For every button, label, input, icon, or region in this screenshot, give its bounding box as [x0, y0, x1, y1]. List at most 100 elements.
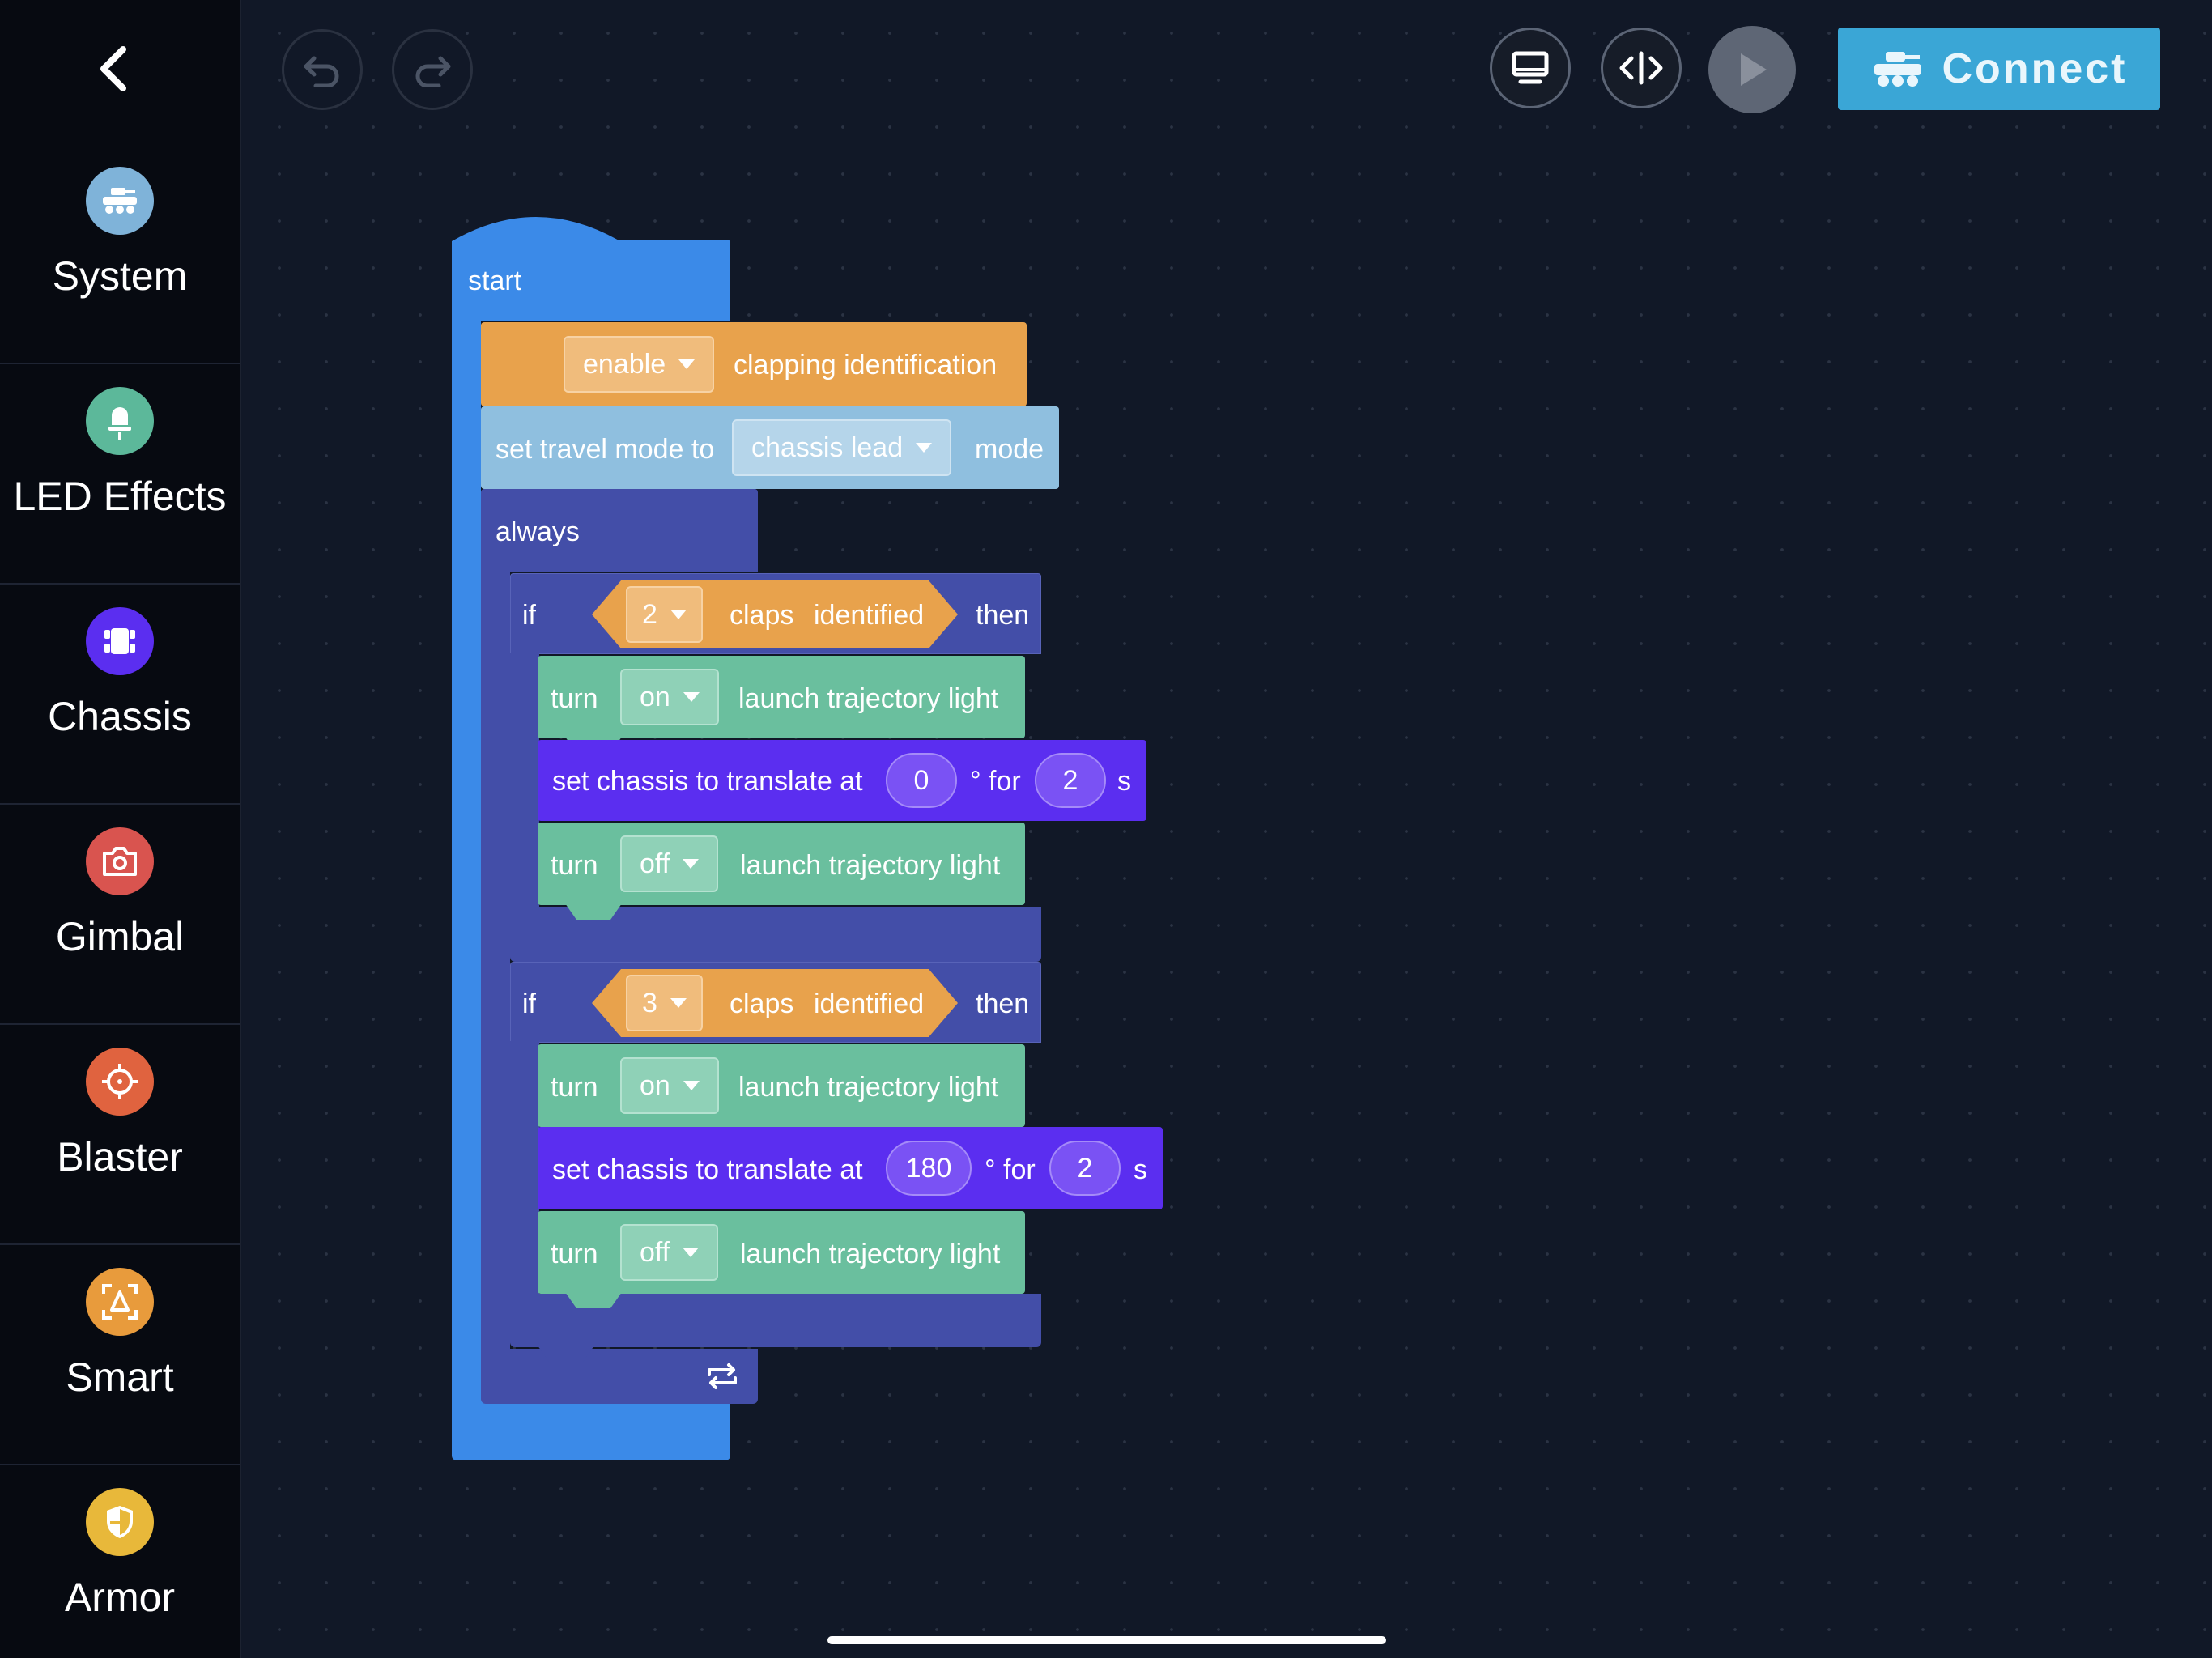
run-button[interactable] — [1708, 26, 1796, 113]
undo-icon — [304, 56, 339, 87]
led-turn-off-block[interactable]: turn off launch trajectory light — [538, 823, 1025, 905]
light-state-dropdown[interactable]: off — [620, 835, 719, 892]
redo-button[interactable] — [392, 29, 473, 110]
claps-count-dropdown[interactable]: 3 — [626, 975, 703, 1031]
chevron-down-icon — [683, 859, 700, 869]
category-chassis[interactable]: Chassis — [0, 583, 240, 805]
connect-label: Connect — [1942, 45, 2128, 92]
angle-value: 0 — [913, 764, 929, 796]
if-block[interactable]: if 3 claps identified then — [510, 962, 1041, 1043]
camera-icon — [86, 827, 154, 895]
category-label: Chassis — [48, 694, 192, 739]
claps-count-dropdown[interactable]: 2 — [626, 586, 703, 643]
chassis-icon — [86, 607, 154, 675]
turn-label: turn — [551, 1239, 598, 1269]
claps-count-value: 3 — [642, 987, 657, 1018]
back-button[interactable] — [81, 36, 146, 101]
light-block-text: launch trajectory light — [738, 1072, 999, 1103]
always-loop-spine — [481, 570, 510, 1352]
always-label: always — [496, 517, 580, 547]
led-turn-on-block[interactable]: turn on launch trajectory light — [538, 1044, 1025, 1127]
connect-button[interactable]: Connect — [1838, 28, 2160, 110]
translate-prefix: set chassis to translate at — [552, 1154, 863, 1185]
enable-dropdown[interactable]: enable — [564, 336, 715, 393]
code-view-button[interactable] — [1601, 28, 1682, 108]
light-state-value: on — [640, 681, 670, 712]
turn-label: turn — [551, 850, 598, 881]
block-notch — [538, 1346, 594, 1362]
if-block-spine — [510, 653, 539, 912]
chassis-translate-block[interactable]: set chassis to translate at 0 ° for 2 s — [538, 740, 1146, 821]
travel-mode-prefix: set travel mode to — [496, 434, 715, 465]
duration-input[interactable]: 2 — [1035, 753, 1106, 808]
category-gimbal[interactable]: Gimbal — [0, 803, 240, 1025]
turn-label: turn — [551, 1072, 598, 1103]
enable-block-text: clapping identification — [734, 350, 998, 380]
chevron-down-icon — [683, 1248, 700, 1257]
light-state-dropdown[interactable]: on — [620, 669, 719, 725]
translate-prefix: set chassis to translate at — [552, 766, 863, 797]
duration-value: 2 — [1062, 764, 1078, 796]
claps-word: claps — [730, 988, 794, 1019]
turn-label: turn — [551, 683, 598, 714]
category-armor[interactable]: Armor — [0, 1464, 240, 1658]
light-state-dropdown[interactable]: off — [620, 1224, 719, 1281]
enable-clap-block[interactable]: enable clapping identification — [481, 322, 1027, 406]
duration-input[interactable]: 2 — [1049, 1141, 1121, 1196]
start-block-spine — [452, 321, 481, 1378]
light-state-value: off — [640, 1236, 670, 1268]
chevron-down-icon — [670, 610, 687, 619]
identified-word: identified — [814, 600, 925, 631]
category-label: Blaster — [57, 1134, 183, 1180]
system-icon — [86, 167, 154, 235]
for-label: ° for — [970, 766, 1021, 797]
category-smart[interactable]: Smart — [0, 1244, 240, 1465]
if-block-spine — [510, 1041, 539, 1300]
travel-mode-block[interactable]: set travel mode to chassis lead mode — [481, 406, 1059, 489]
shield-icon — [86, 1488, 154, 1556]
light-state-value: on — [640, 1069, 670, 1101]
chevron-down-icon — [678, 359, 696, 369]
category-label: System — [52, 253, 188, 299]
led-turn-on-block[interactable]: turn on launch trajectory light — [538, 656, 1025, 738]
light-state-value: off — [640, 848, 670, 879]
angle-input[interactable]: 0 — [886, 753, 957, 808]
category-sidebar: System LED Effects Chassis Gimbal Blaste… — [0, 0, 241, 1658]
block-notch — [565, 1292, 622, 1308]
screen-view-button[interactable] — [1490, 28, 1571, 108]
if-block[interactable]: if 2 claps identified then — [510, 573, 1041, 654]
light-state-dropdown[interactable]: on — [620, 1057, 719, 1114]
category-label: LED Effects — [13, 474, 227, 519]
robot-icon — [1874, 52, 1921, 87]
home-indicator[interactable] — [827, 1636, 1386, 1644]
seconds-unit: s — [1117, 766, 1131, 797]
always-loop-block[interactable]: always — [481, 489, 758, 572]
block-notch — [565, 903, 622, 920]
duration-value: 2 — [1077, 1152, 1093, 1184]
chevron-down-icon — [916, 443, 933, 453]
category-system[interactable]: System — [0, 142, 240, 364]
light-block-text: launch trajectory light — [740, 1239, 1001, 1269]
led-turn-off-block[interactable]: turn off launch trajectory light — [538, 1211, 1025, 1294]
if-label: if — [522, 600, 536, 631]
chevron-left-icon — [100, 46, 126, 91]
category-label: Smart — [66, 1354, 174, 1400]
angle-input[interactable]: 180 — [886, 1141, 972, 1196]
chevron-down-icon — [683, 692, 700, 702]
chevron-down-icon — [670, 998, 687, 1008]
start-label: start — [468, 266, 522, 296]
undo-button[interactable] — [282, 29, 363, 110]
claps-word: claps — [730, 600, 794, 631]
crosshair-icon — [86, 1048, 154, 1116]
monitor-icon — [1512, 51, 1549, 84]
travel-mode-dropdown[interactable]: chassis lead — [732, 419, 952, 476]
start-block[interactable]: start — [452, 240, 730, 321]
category-led-effects[interactable]: LED Effects — [0, 363, 240, 585]
category-blaster[interactable]: Blaster — [0, 1023, 240, 1245]
enable-dropdown-value: enable — [583, 348, 666, 380]
light-block-text: launch trajectory light — [740, 850, 1001, 881]
chassis-translate-block[interactable]: set chassis to translate at 180 ° for 2 … — [538, 1127, 1163, 1209]
angle-value: 180 — [905, 1152, 952, 1184]
travel-mode-value: chassis lead — [751, 432, 904, 463]
category-label: Armor — [64, 1575, 176, 1620]
